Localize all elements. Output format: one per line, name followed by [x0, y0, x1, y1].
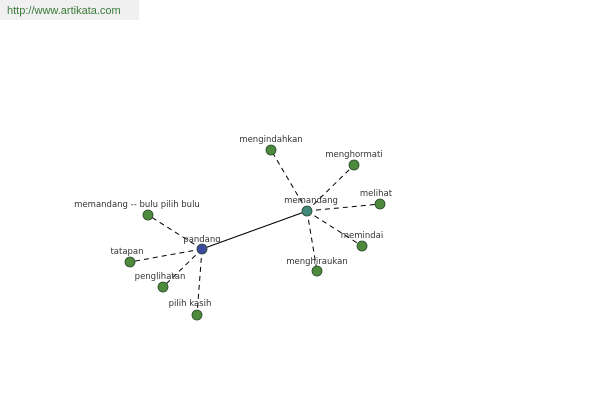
node-label-tatapan[interactable]: tatapan [110, 247, 143, 257]
node-label-melihat[interactable]: melihat [360, 189, 393, 199]
node-label-mengindahkan[interactable]: mengindahkan [239, 135, 302, 145]
node-label-pandang[interactable]: pandang [183, 235, 220, 245]
node-label-memandang-bulu[interactable]: memandang -- bulu pilih bulu [74, 200, 200, 210]
node-label-menghormati[interactable]: menghormati [325, 150, 382, 160]
node-memandang-bulu[interactable] [142, 209, 154, 221]
node-label-menghiraukan[interactable]: menghiraukan [286, 257, 348, 267]
node-mengindahkan[interactable] [265, 144, 277, 156]
node-penglihatan[interactable] [157, 281, 169, 293]
node-label-penglihatan[interactable]: penglihatan [135, 272, 186, 282]
node-memandang[interactable] [301, 205, 313, 217]
node-pilih-kasih[interactable] [191, 309, 203, 321]
node-menghormati[interactable] [348, 159, 360, 171]
nodes-layer [124, 144, 386, 321]
edge-pandang-tatapan [129, 248, 203, 263]
edges-layer [129, 149, 381, 316]
edge-pandang-memandang [201, 210, 308, 250]
edge-memandang-mengindahkan [270, 149, 308, 212]
node-label-memandang[interactable]: memandang [284, 196, 338, 206]
edge-memandang-memindai [306, 210, 363, 247]
source-url[interactable]: http://www.artikata.com [0, 0, 139, 20]
edge-memandang-melihat [306, 203, 381, 212]
edge-pandang-penglihatan [162, 248, 203, 288]
node-memindai[interactable] [356, 240, 368, 252]
node-label-memindai[interactable]: memindai [341, 231, 384, 241]
node-menghiraukan[interactable] [311, 265, 323, 277]
node-pandang[interactable] [196, 243, 208, 255]
edge-pandang-memandang-bulu [147, 214, 203, 250]
labels-layer: pandang memandang mengindahkan menghormati m… [74, 135, 393, 309]
node-tatapan[interactable] [124, 256, 136, 268]
node-label-pilih-kasih[interactable]: pilih kasih [169, 299, 212, 309]
edge-memandang-menghormati [306, 164, 355, 212]
edge-pandang-pilih-kasih [196, 248, 203, 316]
edge-memandang-menghiraukan [306, 210, 318, 272]
node-melihat[interactable] [374, 198, 386, 210]
